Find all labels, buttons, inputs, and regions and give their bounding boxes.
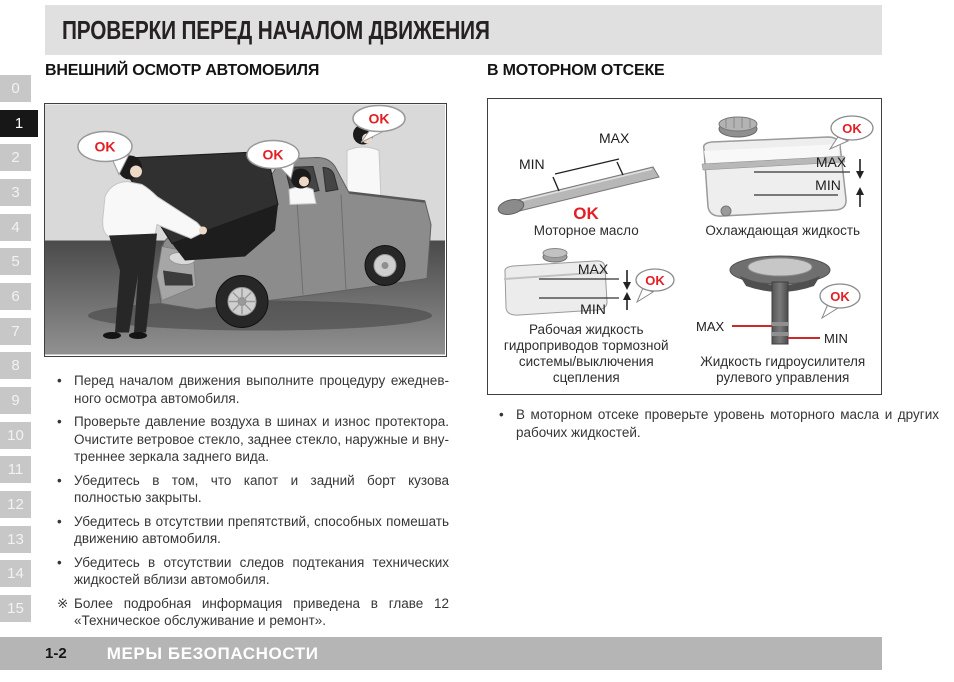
ok-speech-bubble: OK [828,114,874,150]
svg-text:OK: OK [830,289,850,304]
brake-fluid-tank-diagram: MAX MIN OK [504,248,675,317]
max-label: MAX [816,154,847,170]
sidebar-tab-5: 5 [0,248,31,275]
bullet-marker: • [499,407,504,422]
bullet-text: В моторном отсеке проверьте уровень мото… [516,407,939,440]
bullet-text: Более подробная информация приведена в г… [74,595,449,629]
sidebar-tab-4: 4 [0,214,31,241]
bullet-text: Убедитесь в отсутствии следов подтекания… [74,554,449,588]
sidebar-tab-1: 1 [0,110,38,137]
sidebar-tab-11: 11 [0,456,31,483]
diagram-engine-oil: MIN MAX OK Моторное масло [488,99,685,247]
sidebar-tab-9: 9 [0,387,31,414]
svg-text:OK: OK [842,121,862,136]
bullet-marker: • [57,554,62,570]
sidebar-tab-14: 14 [0,560,31,587]
reference-marker: ※ [57,595,69,611]
exterior-inspection-list: • Перед началом движения выполните проце… [45,372,449,636]
ok-speech-bubble: OK [819,283,861,320]
list-item: • В моторном отсеке проверьте уровень мо… [487,406,939,441]
vehicle-inspection-illustration: OK OK OK [44,103,447,357]
ok-speech-bubble: OK [352,104,406,143]
sidebar-tab-10: 10 [0,422,31,449]
up-arrow-icon [623,292,632,310]
max-label: MAX [599,130,630,146]
diagram-coolant: MAX MIN OK Охлаждающая жидкость [685,99,882,247]
diagram-caption: Рабочая жидкость гидроприводов тормозной… [503,322,669,385]
chapter-title: МЕРЫ БЕЗОПАСНОСТИ [106,643,319,663]
page-title-band: ПРОВЕРКИ ПЕРЕД НАЧАЛОМ ДВИЖЕНИЯ [45,5,882,55]
list-item: • Убедитесь в том, что капот и задний бо… [45,472,449,507]
diagram-caption: Моторное масло [533,222,639,238]
sidebar-tab-0: 0 [0,75,31,102]
list-item: • Перед началом движения выполните проце… [45,372,449,407]
min-label: MIN [580,301,606,317]
person-front [102,155,207,339]
bullet-text: Убедитесь в том, что капот и задний борт… [74,472,449,506]
engine-bay-diagram-panel: MIN MAX OK Моторное масло MAX MIN [487,98,882,395]
min-label: MIN [815,177,841,193]
diagram-brake-clutch-fluid: MAX MIN OK Рабочая жидкость гидроприводо… [488,247,685,395]
car-illustration: OK OK OK [45,104,445,355]
bullet-marker: • [57,513,62,529]
ok-label: OK [574,204,600,223]
sidebar-tab-2: 2 [0,144,31,171]
bullet-marker: • [57,414,62,429]
bullet-text: Перед началом движения выполните процеду… [74,373,449,406]
list-item: ※ Более подробная информация приведена в… [45,595,449,630]
engine-bay-list: • В моторном отсеке проверьте уровень мо… [487,406,939,447]
sidebar-tab-7: 7 [0,318,31,345]
sidebar-tab-12: 12 [0,491,31,518]
ok-speech-bubble: OK [635,268,675,304]
max-label: MAX [578,261,609,277]
sidebar-tab-15: 15 [0,595,31,622]
list-item: • Убедитесь в отсутствии следов подтекан… [45,554,449,589]
bullet-text: Проверьте давление воздуха в шинах и изн… [74,414,449,464]
down-arrow-icon [623,270,632,290]
section-heading-exterior-inspection: ВНЕШНИЙ ОСМОТР АВТОМОБИЛЯ [45,62,320,79]
list-item: • Убедитесь в отсутствии препятствий, сп… [45,513,449,548]
rear-wheel [364,245,406,286]
section-heading-engine-bay: В МОТОРНОМ ОТСЕКЕ [487,62,665,79]
svg-text:OK: OK [369,111,390,127]
list-item: • Проверьте давление воздуха в шинах и и… [45,413,449,466]
sidebar-tab-3: 3 [0,179,31,206]
max-label: MAX [696,319,725,334]
diagram-power-steering: MAX MIN OK Жидкость гидроусилителя рулев… [685,247,882,395]
ok-speech-bubble: OK [246,139,300,180]
power-steering-cap-diagram: MAX MIN OK [696,255,861,346]
diagram-caption: Охлаждающая жидкость [705,222,861,238]
footer-band: 1-2 МЕРЫ БЕЗОПАСНОСТИ [0,637,882,670]
bullet-text: Убедитесь в отсутствии препятствий, спос… [74,513,449,547]
driver [288,168,317,206]
down-arrow-icon [855,158,864,179]
ok-speech-bubble: OK [77,130,133,176]
svg-text:OK: OK [263,147,284,163]
diagram-caption: Жидкость гидроусилителя рулевого управле… [700,354,866,385]
bullet-marker: • [57,373,62,388]
dipstick-diagram: MIN MAX OK [498,130,661,223]
sidebar-tab-6: 6 [0,283,31,310]
sidebar-tab-13: 13 [0,526,31,553]
page-title: ПРОВЕРКИ ПЕРЕД НАЧАЛОМ ДВИЖЕНИЯ [62,14,490,45]
coolant-tank-diagram: MAX MIN OK [701,114,874,217]
sidebar-tab-8: 8 [0,352,31,379]
min-label: MIN [519,156,545,172]
page-number: 1-2 [45,645,67,662]
svg-text:OK: OK [646,273,666,288]
front-wheel [215,275,269,328]
bullet-marker: • [57,472,62,488]
up-arrow-icon [855,186,864,207]
svg-text:OK: OK [95,139,116,155]
min-label: MIN [824,331,848,346]
